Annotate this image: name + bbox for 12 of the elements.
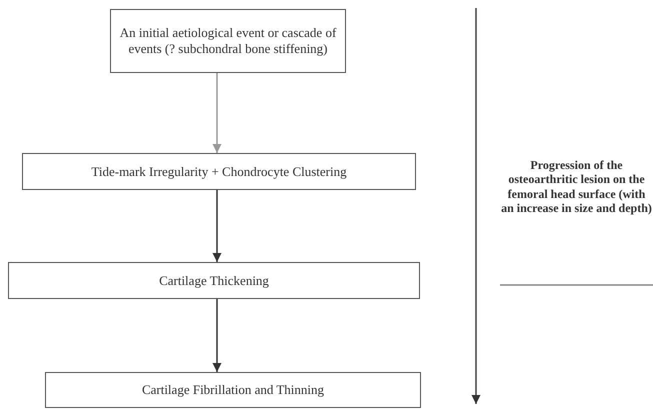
arrow bbox=[212, 299, 222, 372]
process-box bbox=[110, 9, 346, 73]
box-text: Cartilage Fibrillation and Thinning bbox=[140, 382, 326, 398]
box-text: Tide-mark Irregularity + Chondrocyte Clustering bbox=[90, 164, 348, 180]
arrow bbox=[212, 190, 222, 262]
process-box bbox=[45, 372, 421, 408]
box-text: Cartilage Thickening bbox=[158, 272, 270, 288]
arrow bbox=[212, 73, 222, 153]
box-text: An initial aetiological event or cascade of events (? subchondral bone stiffening) bbox=[118, 25, 338, 57]
note-text: Progression of the osteoarthritic lesion on the femoral head surface (with an increase in size and depth) bbox=[500, 158, 653, 216]
process-box bbox=[22, 153, 416, 190]
process-box bbox=[8, 262, 420, 299]
